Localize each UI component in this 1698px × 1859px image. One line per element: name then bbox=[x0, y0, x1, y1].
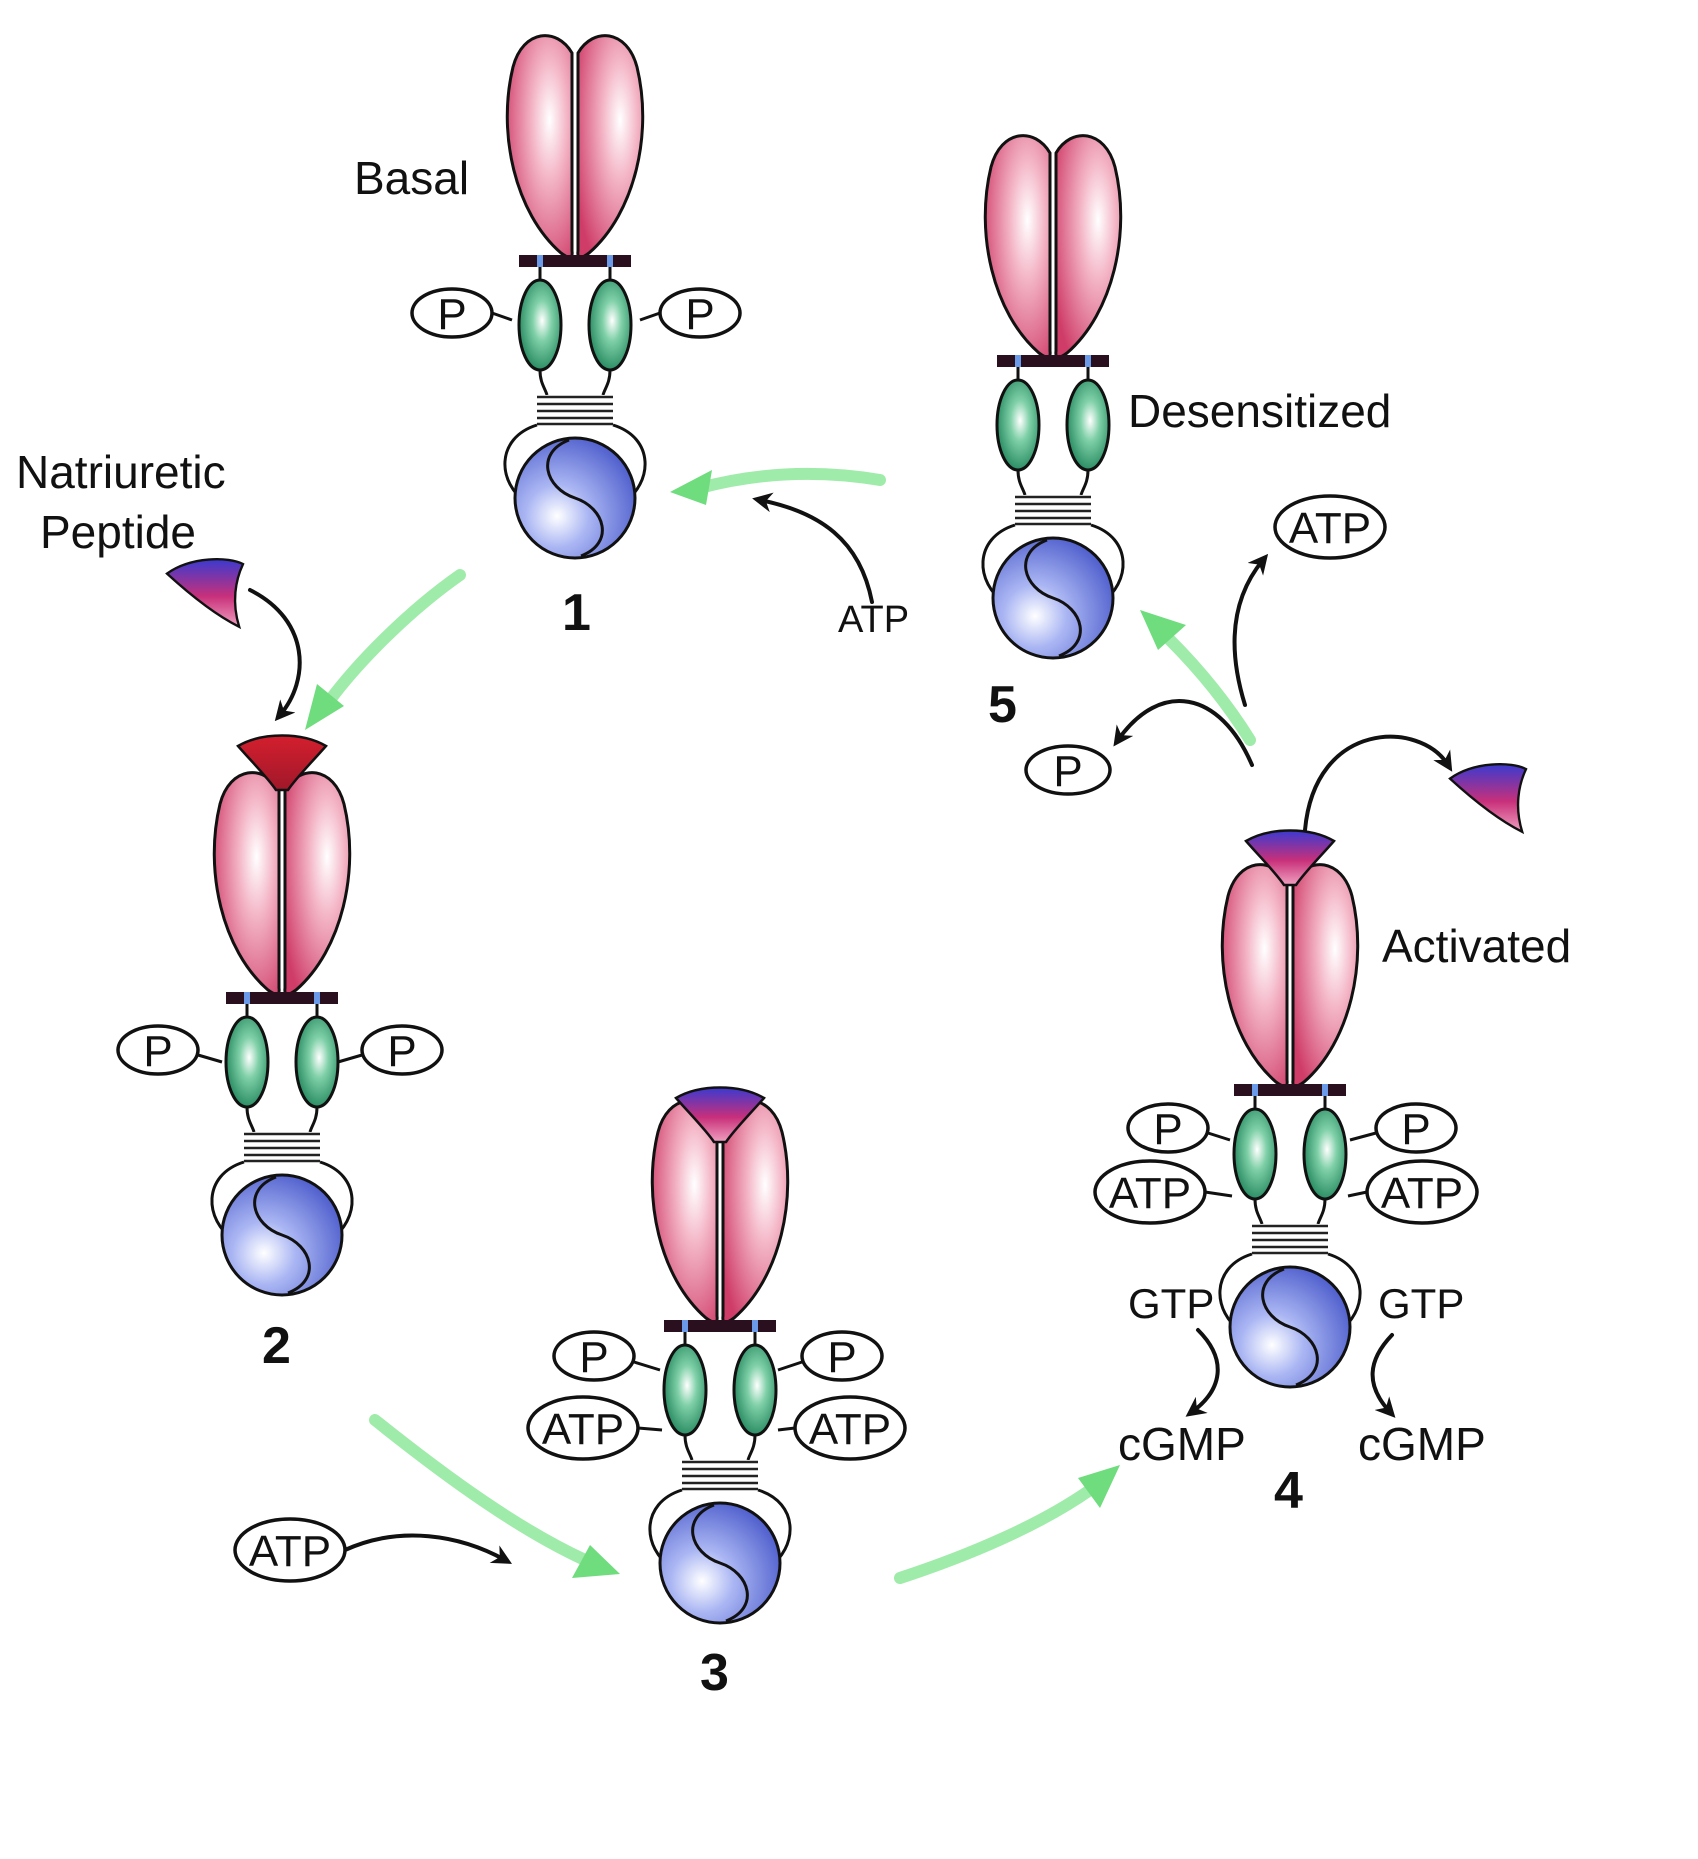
phosphate-oval: P bbox=[1374, 1102, 1458, 1154]
state-5-receptor bbox=[981, 134, 1125, 660]
phosphate-oval: P bbox=[552, 1330, 636, 1382]
svg-text:ATP: ATP bbox=[249, 1527, 331, 1576]
cgmp-label-left: cGMP bbox=[1118, 1418, 1246, 1470]
reaction-arrows bbox=[248, 492, 1453, 1564]
state-1-number: 1 bbox=[562, 584, 591, 642]
arrow-gtp-to-cgmp-left bbox=[1185, 1328, 1220, 1417]
svg-text:P: P bbox=[827, 1333, 856, 1382]
svg-text:P: P bbox=[685, 290, 714, 339]
svg-text:P: P bbox=[437, 290, 466, 339]
ligand-label-line2: Peptide bbox=[40, 506, 196, 558]
svg-text:P: P bbox=[579, 1333, 608, 1382]
svg-text:P: P bbox=[1401, 1105, 1430, 1154]
arrow-atp-into-3 bbox=[343, 1533, 512, 1564]
svg-text:ATP: ATP bbox=[809, 1405, 891, 1454]
phosphate-oval: P bbox=[800, 1330, 884, 1382]
state-3-receptor: P ATP P ATP bbox=[526, 1086, 907, 1625]
state-1-label: Basal bbox=[354, 152, 469, 204]
released-atp-oval: ATP bbox=[1273, 494, 1387, 560]
atp-oval: ATP bbox=[793, 1395, 907, 1461]
svg-text:P: P bbox=[1053, 747, 1082, 796]
arrow-atp-into-1 bbox=[752, 492, 874, 604]
arrow-gtp-to-cgmp-right bbox=[1370, 1333, 1396, 1418]
released-phosphate-oval: P bbox=[1024, 744, 1112, 796]
atp-oval: ATP bbox=[526, 1395, 640, 1461]
state-5-number: 5 bbox=[988, 676, 1017, 734]
svg-text:ATP: ATP bbox=[1289, 504, 1371, 553]
atp-oval: ATP bbox=[1093, 1159, 1207, 1225]
state-4-label: Activated bbox=[1382, 920, 1571, 972]
gtp-label-left: GTP bbox=[1128, 1280, 1214, 1327]
cgmp-label-right: cGMP bbox=[1358, 1418, 1486, 1470]
svg-text:ATP: ATP bbox=[1381, 1169, 1463, 1218]
ligand-label-line1: Natriuretic bbox=[16, 446, 226, 498]
atp-oval: ATP bbox=[1365, 1159, 1479, 1225]
atp-input-label: ATP bbox=[838, 599, 909, 641]
state-1-receptor: P P bbox=[410, 34, 742, 560]
arrow-p-release bbox=[1113, 699, 1254, 767]
state-4-receptor: P ATP P ATP bbox=[1093, 829, 1479, 1389]
arrow-atp-release bbox=[1232, 553, 1269, 707]
state-2-receptor: P P bbox=[116, 734, 444, 1297]
state-3-number: 3 bbox=[700, 1644, 729, 1702]
phosphate-oval: P bbox=[1126, 1102, 1210, 1154]
arrow-peptide-binding bbox=[248, 588, 302, 722]
atp-input-oval: ATP bbox=[233, 1517, 347, 1583]
state-5-label: Desensitized bbox=[1128, 385, 1391, 437]
phosphate-oval: P bbox=[658, 287, 742, 339]
arrow-peptide-release bbox=[1303, 734, 1453, 832]
svg-text:ATP: ATP bbox=[542, 1405, 624, 1454]
natriuretic-peptide-icon bbox=[165, 558, 245, 628]
arrow-3-to-4 bbox=[894, 1484, 1096, 1584]
phosphate-oval: P bbox=[116, 1024, 200, 1076]
phosphate-oval: P bbox=[360, 1024, 444, 1076]
arrow-5-to-1 bbox=[694, 467, 886, 494]
phosphate-oval: P bbox=[410, 287, 494, 339]
arrow-4-to-5 bbox=[1164, 634, 1256, 746]
state-4-number: 4 bbox=[1274, 1462, 1303, 1520]
arrow-2-to-3 bbox=[369, 1414, 591, 1566]
transition-arrows bbox=[305, 467, 1256, 1584]
gtp-label-right: GTP bbox=[1378, 1280, 1464, 1327]
svg-text:P: P bbox=[387, 1027, 416, 1076]
state-2-number: 2 bbox=[262, 1317, 291, 1375]
released-peptide-icon bbox=[1448, 763, 1528, 833]
arrow-1-to-2 bbox=[324, 569, 466, 706]
svg-text:P: P bbox=[1153, 1105, 1182, 1154]
svg-text:P: P bbox=[143, 1027, 172, 1076]
svg-text:ATP: ATP bbox=[1109, 1169, 1191, 1218]
